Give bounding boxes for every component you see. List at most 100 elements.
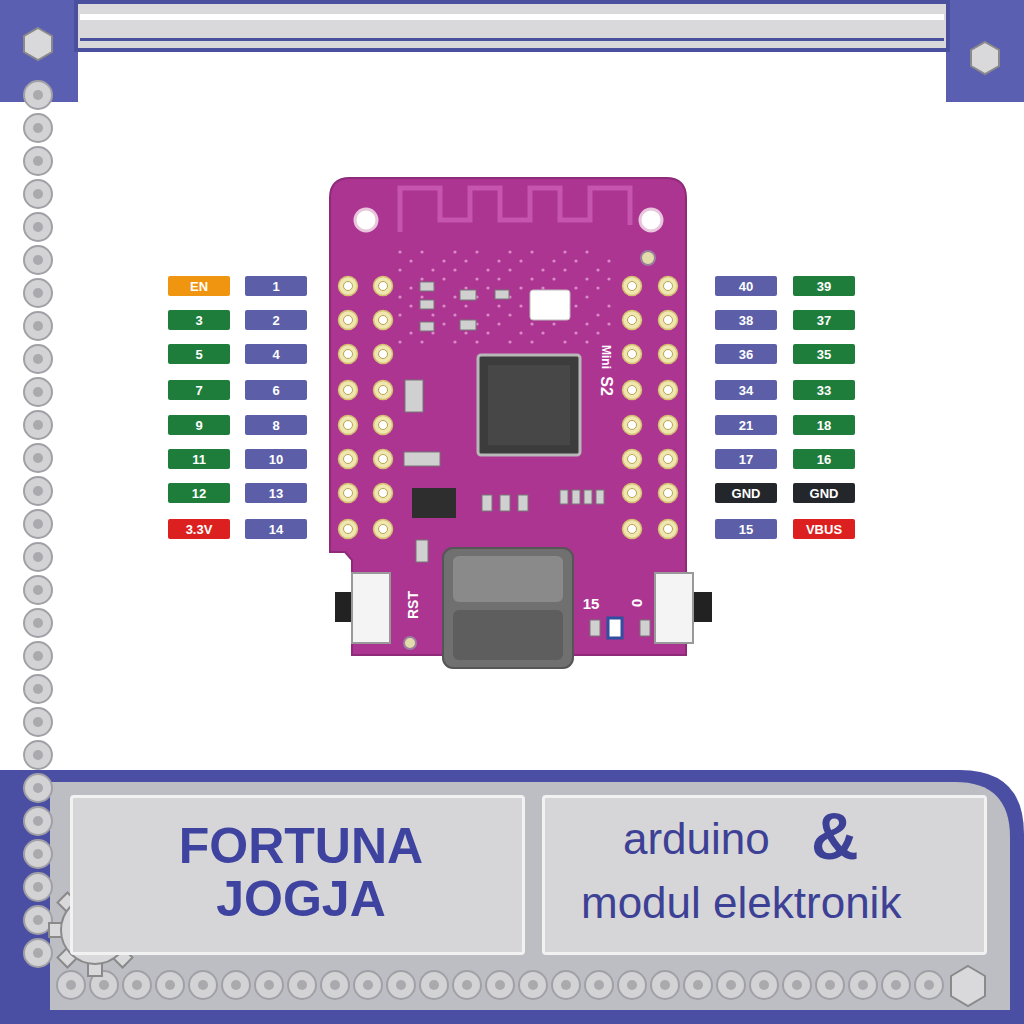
pin-name: 16 [817,453,831,466]
hex-bolt [971,42,999,74]
usb-c-shell [453,556,563,602]
pin-name: 17 [739,453,753,466]
pin-name: 15 [739,523,753,536]
pin-name: GND [732,487,761,500]
pin-label: 14 [245,519,307,539]
brand-text: & [811,802,859,871]
brand-text: FORTUNA JOGJA [151,820,451,925]
led [608,618,622,638]
pin-hole [623,311,642,330]
pin-hole [374,345,393,364]
pin-label: 35 [793,344,855,364]
pin-hole [339,484,358,503]
pin-hole [374,484,393,503]
pin-name: 6 [272,384,279,397]
pin-hole [659,277,678,296]
pin-hole [339,450,358,469]
pin-name: 11 [192,453,206,466]
via-field [398,250,610,343]
pin-hole [623,520,642,539]
chip-top [488,365,570,445]
pin-name: 2 [272,314,279,327]
brand-panel: FORTUNA JOGJA [70,795,525,955]
pin-label: 16 [793,449,855,469]
pin-name: 35 [817,348,831,361]
pin-label: 4 [245,344,307,364]
pin-label: 21 [715,415,777,435]
brand-panel: arduino&modul elektronik [542,795,987,955]
pin-name: 12 [192,487,206,500]
pin-name: EN [190,280,208,293]
pin-name: 8 [272,419,279,432]
pin-name: 40 [739,280,753,293]
pin-hole [659,311,678,330]
pin-name: 37 [817,314,831,327]
pin-name: 34 [739,384,753,397]
pin-hole [623,484,642,503]
pin-hole [374,450,393,469]
hex-bolt [951,966,985,1006]
pin-label: VBUS [793,519,855,539]
pin-hole [659,345,678,364]
pin-name: 7 [195,384,202,397]
pin-holes [339,277,678,539]
pin-hole [374,381,393,400]
pin-label: 3 [168,310,230,330]
pin-hole [659,520,678,539]
pin-hole [623,381,642,400]
usb-c-shell [453,610,563,660]
pin-name: 33 [817,384,831,397]
usb-c-connector [443,548,573,668]
silkscreen-label: Mini [599,345,613,369]
banner-ground [0,770,1024,1024]
pin-label: EN [168,276,230,296]
pin-name: 4 [272,348,279,361]
pin-label: GND [715,483,777,503]
pin-hole [659,416,678,435]
pin-hole [659,450,678,469]
pin-hole [339,311,358,330]
esp32-s2-chip [478,355,580,455]
pin-label: 10 [245,449,307,469]
pin-name: 39 [817,280,831,293]
pin-label: 15 [715,519,777,539]
pin-name: 3 [195,314,202,327]
pin-name: 14 [269,523,283,536]
pin-label: 5 [168,344,230,364]
mount-hole [640,209,662,231]
pin-name: 9 [195,419,202,432]
pin-name: 21 [739,419,753,432]
pin-hole [339,381,358,400]
test-pad [641,251,655,265]
pin-hole [659,381,678,400]
pin-name: 3.3V [186,523,213,536]
pin-hole [623,345,642,364]
button-actuator [692,592,712,622]
boot-button [655,573,693,643]
pin-label: 17 [715,449,777,469]
pin-label: 33 [793,380,855,400]
pin-label: 9 [168,415,230,435]
top-bar-stripe [80,14,944,20]
regulator [412,488,456,518]
pin-hole [339,345,358,364]
pin-label: 7 [168,380,230,400]
pin-name: 5 [195,348,202,361]
pin-name: 36 [739,348,753,361]
pin-label: 18 [793,415,855,435]
pin-name: 13 [269,487,283,500]
pcb [330,178,686,655]
pin-label: 2 [245,310,307,330]
silkscreen-label: S2 [597,376,615,396]
pin-hole [374,520,393,539]
silkscreen-label: 15 [583,595,600,612]
pin-hole [339,277,358,296]
reset-button [352,573,390,643]
pin-label: 13 [245,483,307,503]
pin-label: 40 [715,276,777,296]
pin-name: 1 [272,280,279,293]
pin-label: GND [793,483,855,503]
top-bar-stripe [80,38,944,41]
pin-name: 38 [739,314,753,327]
